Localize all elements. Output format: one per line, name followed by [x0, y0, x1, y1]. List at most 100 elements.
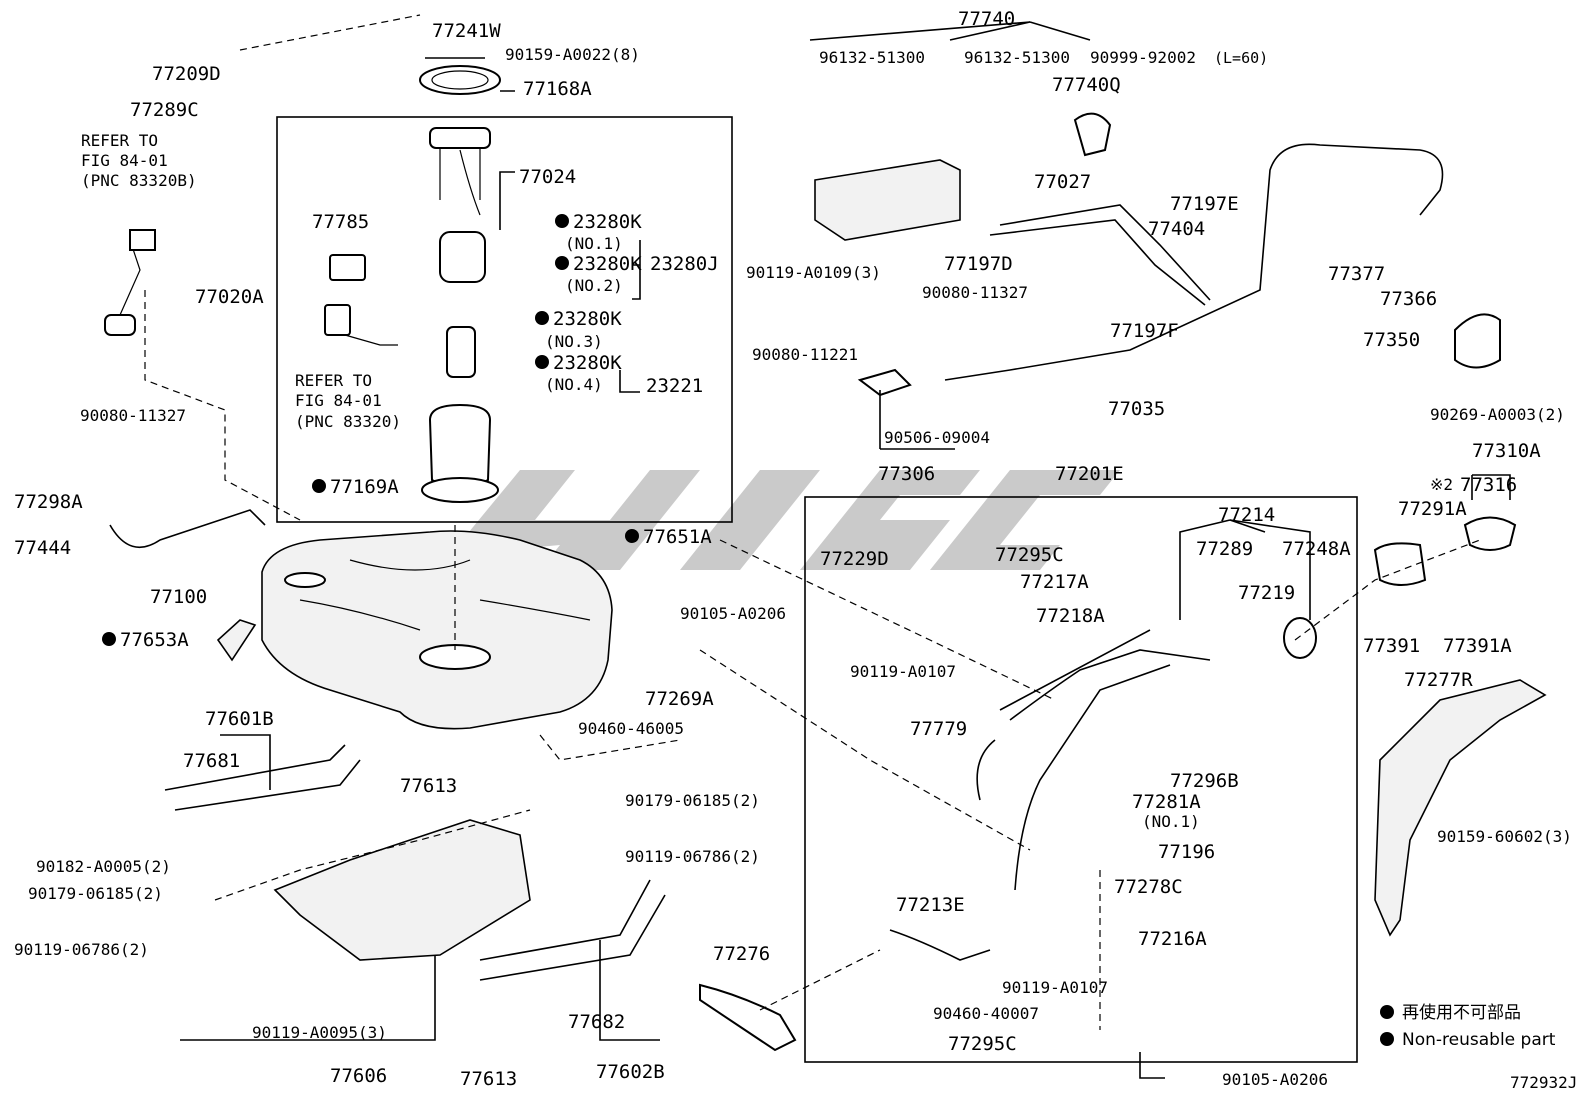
part-number-text: 23280K	[573, 211, 642, 233]
label-p77219: 77219	[1238, 582, 1295, 604]
label-p77289: 77289	[1196, 538, 1253, 560]
label-p77241W: 77241W	[432, 20, 501, 42]
label-p90179-06185b: 90179-06185(2)	[28, 884, 163, 903]
legend: 再使用不可部品 Non-reusable part	[1380, 1002, 1556, 1050]
non-reusable-bullet	[535, 355, 549, 369]
part-number-text: 77196	[1158, 841, 1215, 863]
label-p77269A: 77269A	[645, 688, 714, 710]
part-number-text: 77295C	[948, 1033, 1017, 1055]
label-p77785: 77785	[312, 211, 369, 233]
part-number-text: (NO.4)	[545, 375, 603, 394]
label-p77444: 77444	[14, 537, 71, 559]
label-p90080-11221: 90080-11221	[752, 345, 858, 364]
label-p77740: 77740	[958, 8, 1015, 30]
part-number-text: 77740	[958, 8, 1015, 30]
label-p90119-A0109: 90119-A0109(3)	[746, 263, 881, 282]
label-p96132-51300a: 96132-51300	[819, 48, 925, 67]
part-number-text: 77306	[878, 463, 935, 485]
label-p77020A: 77020A	[195, 286, 264, 308]
label-p77024: 77024	[519, 166, 576, 188]
label-p23280K-1: 23280K	[555, 211, 642, 233]
part-number-text: 90179-06185(2)	[28, 884, 163, 903]
label-p77295Cb: 77295C	[948, 1033, 1017, 1055]
part-number-text: 90119-06786(2)	[625, 847, 760, 866]
non-reusable-bullet	[102, 632, 116, 646]
part-number-text: 90182-A0005(2)	[36, 857, 171, 876]
part-number-text: 77404	[1148, 218, 1205, 240]
part-number-text: 77444	[14, 537, 71, 559]
part-number-text: 77613	[400, 775, 457, 797]
label-p77281An: (NO.1)	[1142, 812, 1200, 831]
label-p77196: 77196	[1158, 841, 1215, 863]
part-number-text: 90159-A0022(8)	[505, 45, 640, 64]
part-number-text: 77291A	[1398, 498, 1467, 520]
part-number-text: 77613	[460, 1068, 517, 1090]
part-number-text: 77295C	[995, 544, 1064, 566]
label-p23280K-4n: (NO.4)	[545, 375, 603, 394]
filler-pipe-parts	[699, 313, 1547, 1052]
label-p77197E: 77197E	[1170, 193, 1239, 215]
label-p77306: 77306	[878, 463, 935, 485]
refer-note-top: REFER TO FIG 84-01 (PNC 83320B)	[81, 131, 197, 190]
label-p90269-A0003: 90269-A0003(2)	[1430, 405, 1565, 424]
part-number-text: 77277R	[1404, 669, 1473, 691]
part-number-text: 77209D	[152, 63, 221, 85]
part-number-text: 77219	[1238, 582, 1295, 604]
part-number-text: 77229D	[820, 548, 889, 570]
part-number-text: (L=60)	[1214, 49, 1268, 67]
part-number-text: 77316	[1460, 474, 1517, 496]
label-p77295Ca: 77295C	[995, 544, 1064, 566]
legend-bullet-1	[1380, 1005, 1394, 1019]
part-number-text: 77024	[519, 166, 576, 188]
part-number-text: 77035	[1108, 398, 1165, 420]
label-p77298A: 77298A	[14, 491, 83, 513]
label-p90999-92002: 90999-92002	[1090, 48, 1196, 67]
label-p77218A: 77218A	[1036, 605, 1105, 627]
dashed-connectors	[144, 14, 1481, 1030]
label-p90080-11327b: 90080-11327	[922, 283, 1028, 302]
part-number-text: 77217A	[1020, 571, 1089, 593]
label-p77681: 77681	[183, 750, 240, 772]
label-p77602B: 77602B	[596, 1061, 665, 1083]
part-number-text: 23280J	[650, 253, 719, 275]
part-number-text: 77391A	[1443, 635, 1512, 657]
part-number-text: 77350	[1363, 329, 1420, 351]
part-number-text: 77269A	[645, 688, 714, 710]
label-p77740Q: 77740Q	[1052, 74, 1121, 96]
label-p90080-11327a: 90080-11327	[80, 406, 186, 425]
label-p77296B: 77296B	[1170, 770, 1239, 792]
part-number-text: 77197F	[1110, 320, 1179, 342]
part-number-text: 77651A	[643, 526, 712, 548]
part-number-text: 90080-11221	[752, 345, 858, 364]
part-number-text: (NO.2)	[565, 276, 623, 295]
label-p90119-06786b: 90119-06786(2)	[14, 940, 149, 959]
label-p77391A: 77391A	[1443, 635, 1512, 657]
part-number-text: 96132-51300	[819, 48, 925, 67]
label-p77316-mark: ※2	[1430, 475, 1453, 494]
part-number-text: 77168A	[523, 78, 592, 100]
part-number-text: 90105-A0206	[680, 604, 786, 623]
label-p23280K-2: 23280K	[555, 253, 642, 275]
part-number-text: 90269-A0003(2)	[1430, 405, 1565, 424]
label-p77197D: 77197D	[944, 253, 1013, 275]
label-p90119-06786a: 90119-06786(2)	[625, 847, 760, 866]
non-reusable-bullet	[555, 256, 569, 270]
part-number-text: 77289	[1196, 538, 1253, 560]
filler-pipe-box	[804, 496, 1358, 1063]
label-p77248A: 77248A	[1282, 538, 1351, 560]
part-number-text: 77214	[1218, 504, 1275, 526]
part-number-text: 77281A	[1132, 791, 1201, 813]
part-number-text: 77740Q	[1052, 74, 1121, 96]
tank-bands	[109, 509, 666, 981]
part-number-text: 77169A	[330, 476, 399, 498]
label-p77653A: 77653A	[102, 629, 189, 651]
label-p77276: 77276	[713, 943, 770, 965]
label-p77214: 77214	[1218, 504, 1275, 526]
label-p90999-92002s: (L=60)	[1214, 49, 1268, 67]
label-p90460-40007: 90460-40007	[933, 1004, 1039, 1023]
part-number-text: 77278C	[1114, 876, 1183, 898]
diagram-id: 772932J	[1510, 1073, 1577, 1092]
label-p90119-A0095: 90119-A0095(3)	[252, 1023, 387, 1042]
label-p77613a: 77613	[400, 775, 457, 797]
label-p77316: 77316	[1460, 474, 1517, 496]
